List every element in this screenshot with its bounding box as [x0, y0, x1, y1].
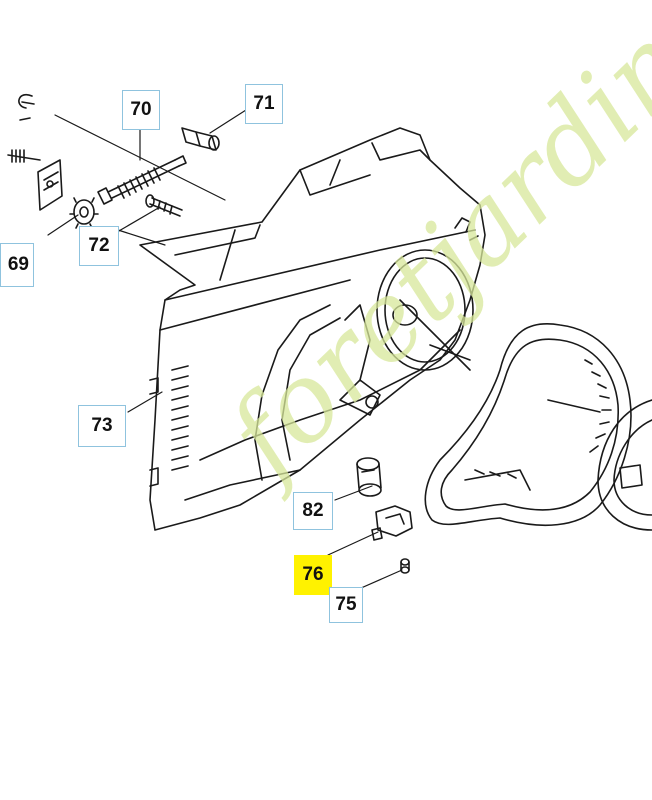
callout-82: 82: [293, 492, 333, 530]
adjuster-screw: [97, 155, 187, 205]
nut-part-71: [181, 127, 220, 151]
clutch-cover: [139, 127, 486, 531]
gear-part: [69, 197, 99, 229]
bracket-part: [37, 159, 63, 211]
tensioner-part-76: [371, 505, 413, 541]
callout-71: 71: [245, 84, 283, 124]
bolt-part-72: [145, 194, 183, 217]
bolt-left: [7, 149, 41, 163]
chain-guide: [424, 323, 632, 527]
callout-72: 72: [79, 226, 119, 266]
cover-vents: [171, 365, 189, 471]
sprocket-area: [339, 217, 479, 416]
callout-73: 73: [78, 405, 126, 447]
callout-75: 75: [329, 587, 363, 623]
clip-part: [18, 93, 35, 121]
spacer-part-82: [356, 457, 382, 497]
clutch-drum: [597, 399, 652, 531]
callout-70: 70: [122, 90, 160, 130]
pin-part-75: [400, 558, 410, 574]
callout-76: 76: [294, 555, 332, 595]
callout-69: 69: [0, 243, 34, 287]
